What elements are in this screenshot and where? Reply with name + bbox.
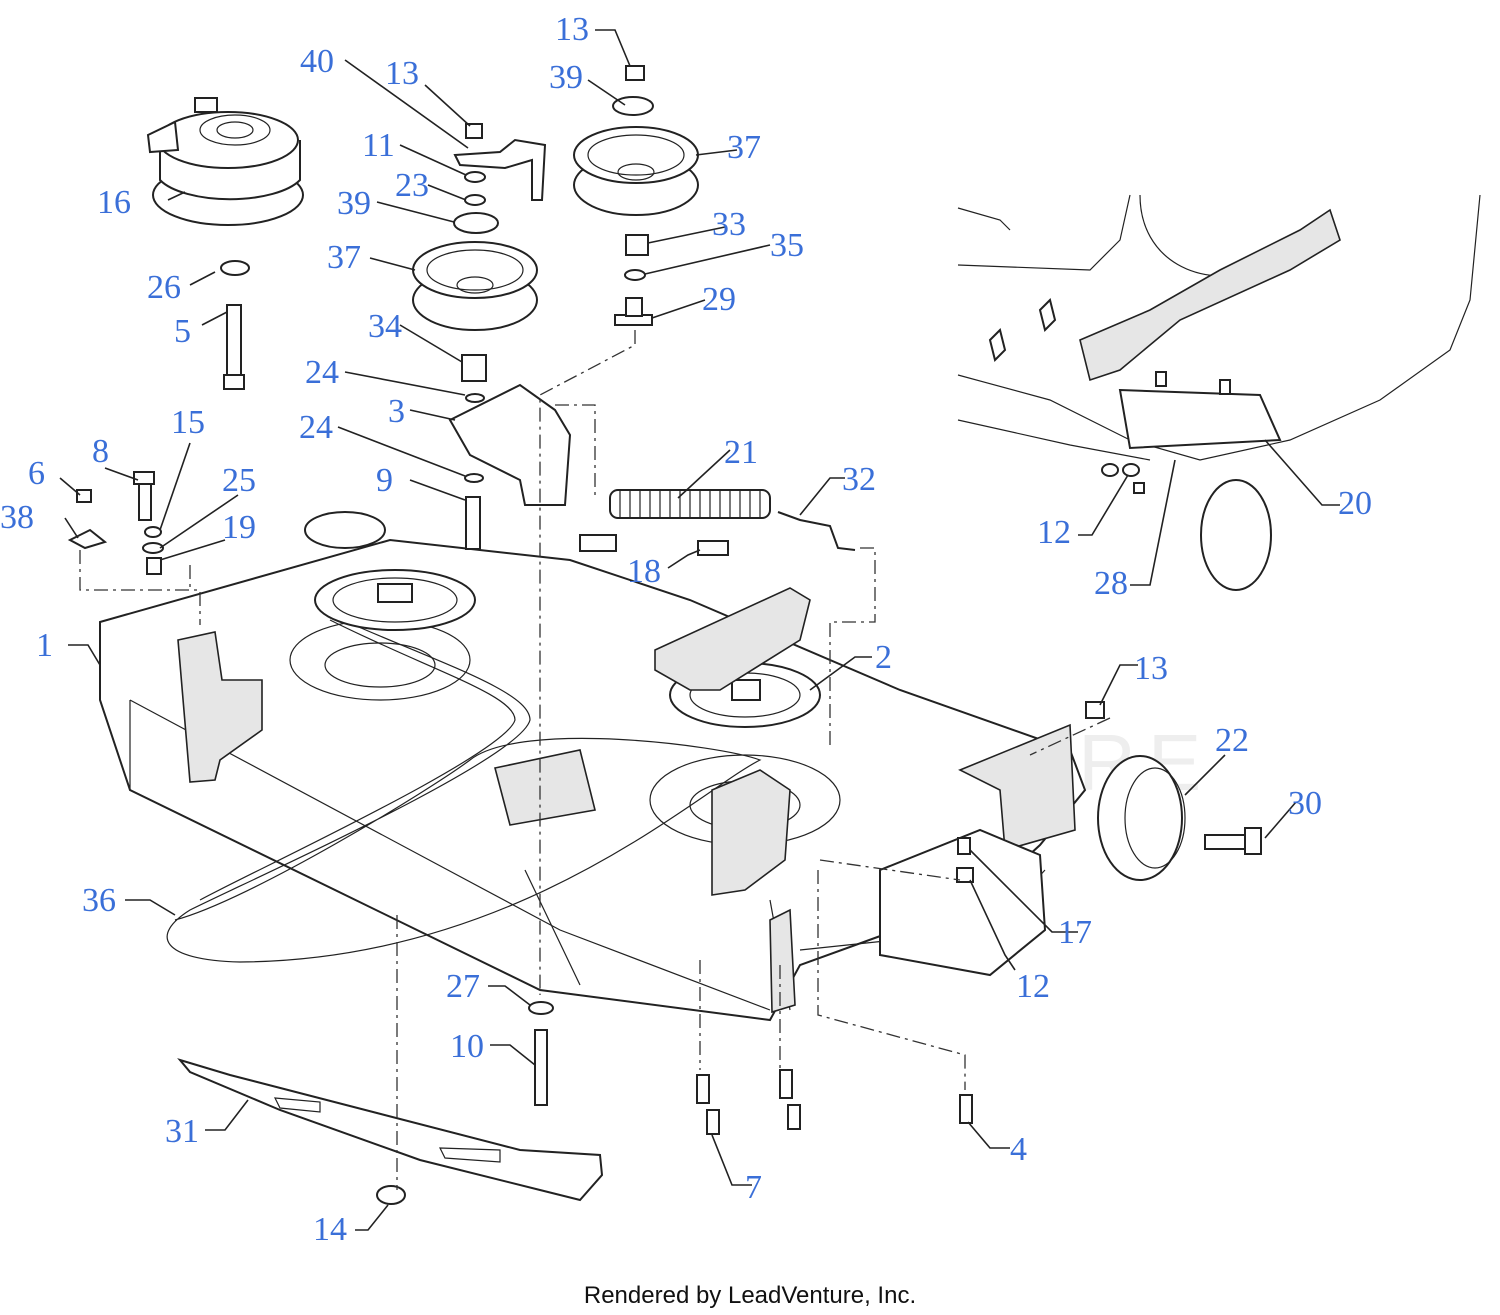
callout-39-right: 39	[549, 59, 583, 96]
inset-detail-view	[957, 194, 1481, 591]
callout-33: 33	[712, 206, 746, 243]
callout-5: 5	[174, 313, 191, 350]
callout-36: 36	[82, 882, 116, 919]
callout-37-right: 37	[727, 129, 761, 166]
callout-labels: 1 2 3 4 5 6 7 8 9 10 11 12 12 13 13 13 1…	[0, 11, 1372, 1248]
callout-12-inset: 12	[1037, 514, 1071, 551]
callout-4: 4	[1010, 1131, 1027, 1168]
callout-7: 7	[745, 1169, 762, 1206]
callout-18: 18	[627, 553, 661, 590]
callout-1: 1	[36, 627, 53, 664]
callout-35: 35	[770, 227, 804, 264]
callout-2: 2	[875, 639, 892, 676]
assembly-centerlines	[79, 330, 1111, 1190]
callout-13-right: 13	[1134, 650, 1168, 687]
callout-28: 28	[1094, 565, 1128, 602]
callout-16: 16	[97, 184, 131, 221]
callout-10: 10	[450, 1028, 484, 1065]
callout-26: 26	[147, 269, 181, 306]
callout-3: 3	[388, 393, 405, 430]
idler-pulley-left	[412, 241, 538, 331]
callout-31: 31	[165, 1113, 199, 1150]
callout-29: 29	[702, 281, 736, 318]
callout-13-top: 13	[555, 11, 589, 48]
callout-12-deck: 12	[1016, 968, 1050, 1005]
callout-34: 34	[368, 308, 402, 345]
footer-credit: Rendered by LeadVenture, Inc.	[583, 1282, 917, 1309]
callout-11: 11	[362, 127, 395, 164]
callout-23: 23	[395, 167, 429, 204]
callout-9: 9	[376, 462, 393, 499]
callout-39-left: 39	[337, 185, 371, 222]
callout-38: 38	[0, 499, 34, 536]
callout-14: 14	[313, 1211, 347, 1248]
pto-clutch	[146, 97, 304, 226]
callout-15: 15	[171, 404, 205, 441]
callout-24-upper: 24	[305, 354, 339, 391]
callout-37-left: 37	[327, 239, 361, 276]
callout-40: 40	[300, 43, 334, 80]
idler-pulley-right	[573, 126, 699, 216]
callout-8: 8	[92, 433, 109, 470]
mower-deck	[99, 511, 1087, 1022]
callout-25: 25	[222, 462, 256, 499]
callout-6: 6	[28, 455, 45, 492]
callout-20: 20	[1338, 485, 1372, 522]
callout-17: 17	[1058, 914, 1092, 951]
callout-22: 22	[1215, 722, 1249, 759]
callout-13-left: 13	[385, 55, 419, 92]
callout-24-lower: 24	[299, 409, 333, 446]
callout-19: 19	[222, 509, 256, 546]
callout-21: 21	[724, 434, 758, 471]
callout-30: 30	[1288, 785, 1322, 822]
callout-32: 32	[842, 461, 876, 498]
leader-lines	[59, 29, 1340, 1231]
callout-27: 27	[446, 968, 480, 1005]
